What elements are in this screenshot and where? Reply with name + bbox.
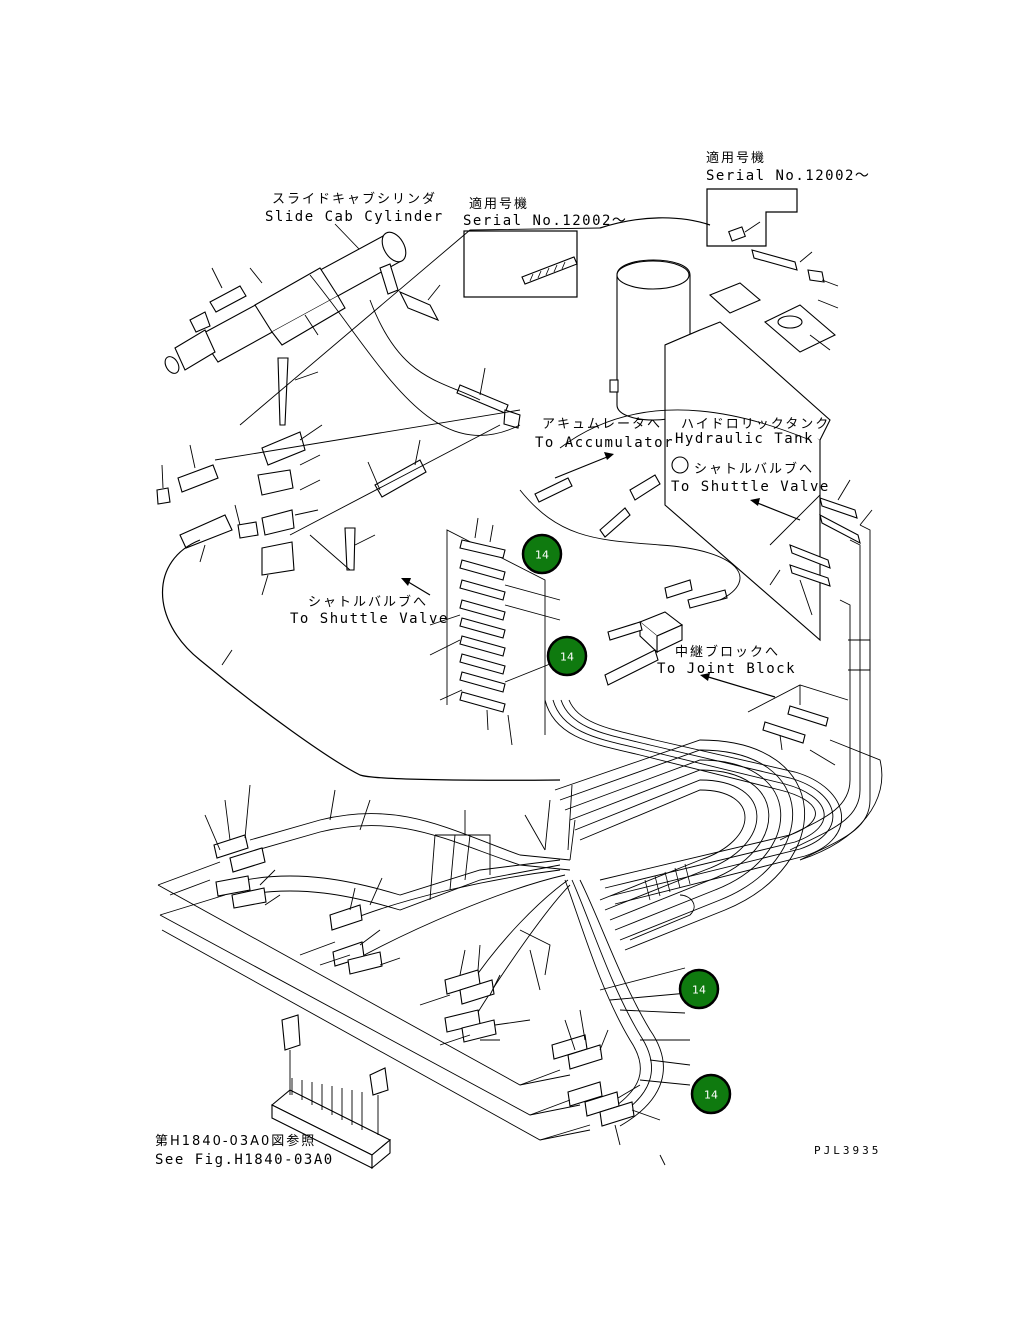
- serial-mid-jp: 適用号機: [469, 196, 529, 212]
- callout-circle: [546, 635, 588, 677]
- shuttle-left-en: To Shuttle Valve: [290, 611, 449, 627]
- floor-guide-lines: [157, 861, 591, 1141]
- left-fittings-cluster: [156, 227, 601, 596]
- callout-circle: [690, 1073, 732, 1115]
- slide-cab-en: Slide Cab Cylinder: [265, 209, 444, 225]
- shuttle-right-en: To Shuttle Valve: [671, 479, 830, 495]
- see-fig-jp: 第H1840-03A0図参照: [155, 1133, 316, 1149]
- serial-top-jp: 適用号機: [706, 150, 766, 166]
- serial-top-en: Serial No.12002～: [706, 168, 870, 184]
- manifold-block: 第H1840-03A0図参照 See Fig.H1840-03A0: [155, 1014, 391, 1170]
- shuttle-valve-right-ref: シャトルバルブへ To Shuttle Valve: [629, 456, 873, 620]
- callout-14-b[interactable]: 14: [546, 635, 588, 677]
- callout-circle: [521, 533, 563, 575]
- serial-mid-en: Serial No.12002～: [463, 213, 627, 229]
- hose-bundle: [204, 524, 883, 1166]
- callout-label: 14: [535, 549, 549, 562]
- serial-box-top: 適用号機 Serial No.12002～: [706, 150, 870, 247]
- accumulator-jp: アキュムレータへ: [542, 417, 662, 432]
- drawing-code: PJL3935: [814, 1144, 881, 1157]
- shuttle-left-jp: シャトルバルブへ: [308, 594, 428, 610]
- hydraulic-tank-en: Hydraulic Tank: [675, 431, 814, 447]
- callout-label: 14: [692, 984, 706, 997]
- hydraulic-tank-jp: ハイドロリックタンク: [681, 417, 830, 432]
- joint-block-ref: 中継ブロックへ To Joint Block: [519, 489, 871, 766]
- shuttle-valve-left-ref: シャトルバルブへ To Shuttle Valve: [290, 517, 561, 746]
- serial-box-mid: 適用号機 Serial No.12002～: [463, 196, 627, 298]
- joint-block-en: To Joint Block: [657, 661, 796, 677]
- see-fig-en: See Fig.H1840-03A0: [155, 1152, 334, 1168]
- callout-14-a[interactable]: 14: [521, 533, 563, 575]
- callout-14-d[interactable]: 14: [690, 1073, 732, 1115]
- main-return-loop: [161, 217, 711, 781]
- slide-cab-cylinder-group: スライドキャブシリンダ Slide Cab Cylinder: [164, 191, 444, 374]
- joint-block-jp: 中継ブロックへ: [675, 644, 780, 660]
- callout-circle: [678, 968, 720, 1010]
- accumulator-ref: アキュムレータへ To Accumulator: [534, 417, 674, 538]
- slide-cab-jp: スライドキャブシリンダ: [272, 191, 437, 207]
- hydraulic-tank: ハイドロリックタンク Hydraulic Tank: [559, 249, 839, 642]
- accumulator-en: To Accumulator: [535, 435, 674, 451]
- shuttle-right-jp: シャトルバルブへ: [694, 461, 814, 477]
- callout-label: 14: [560, 651, 574, 664]
- callout-label: 14: [704, 1089, 718, 1102]
- callout-14-c[interactable]: 14: [678, 968, 720, 1010]
